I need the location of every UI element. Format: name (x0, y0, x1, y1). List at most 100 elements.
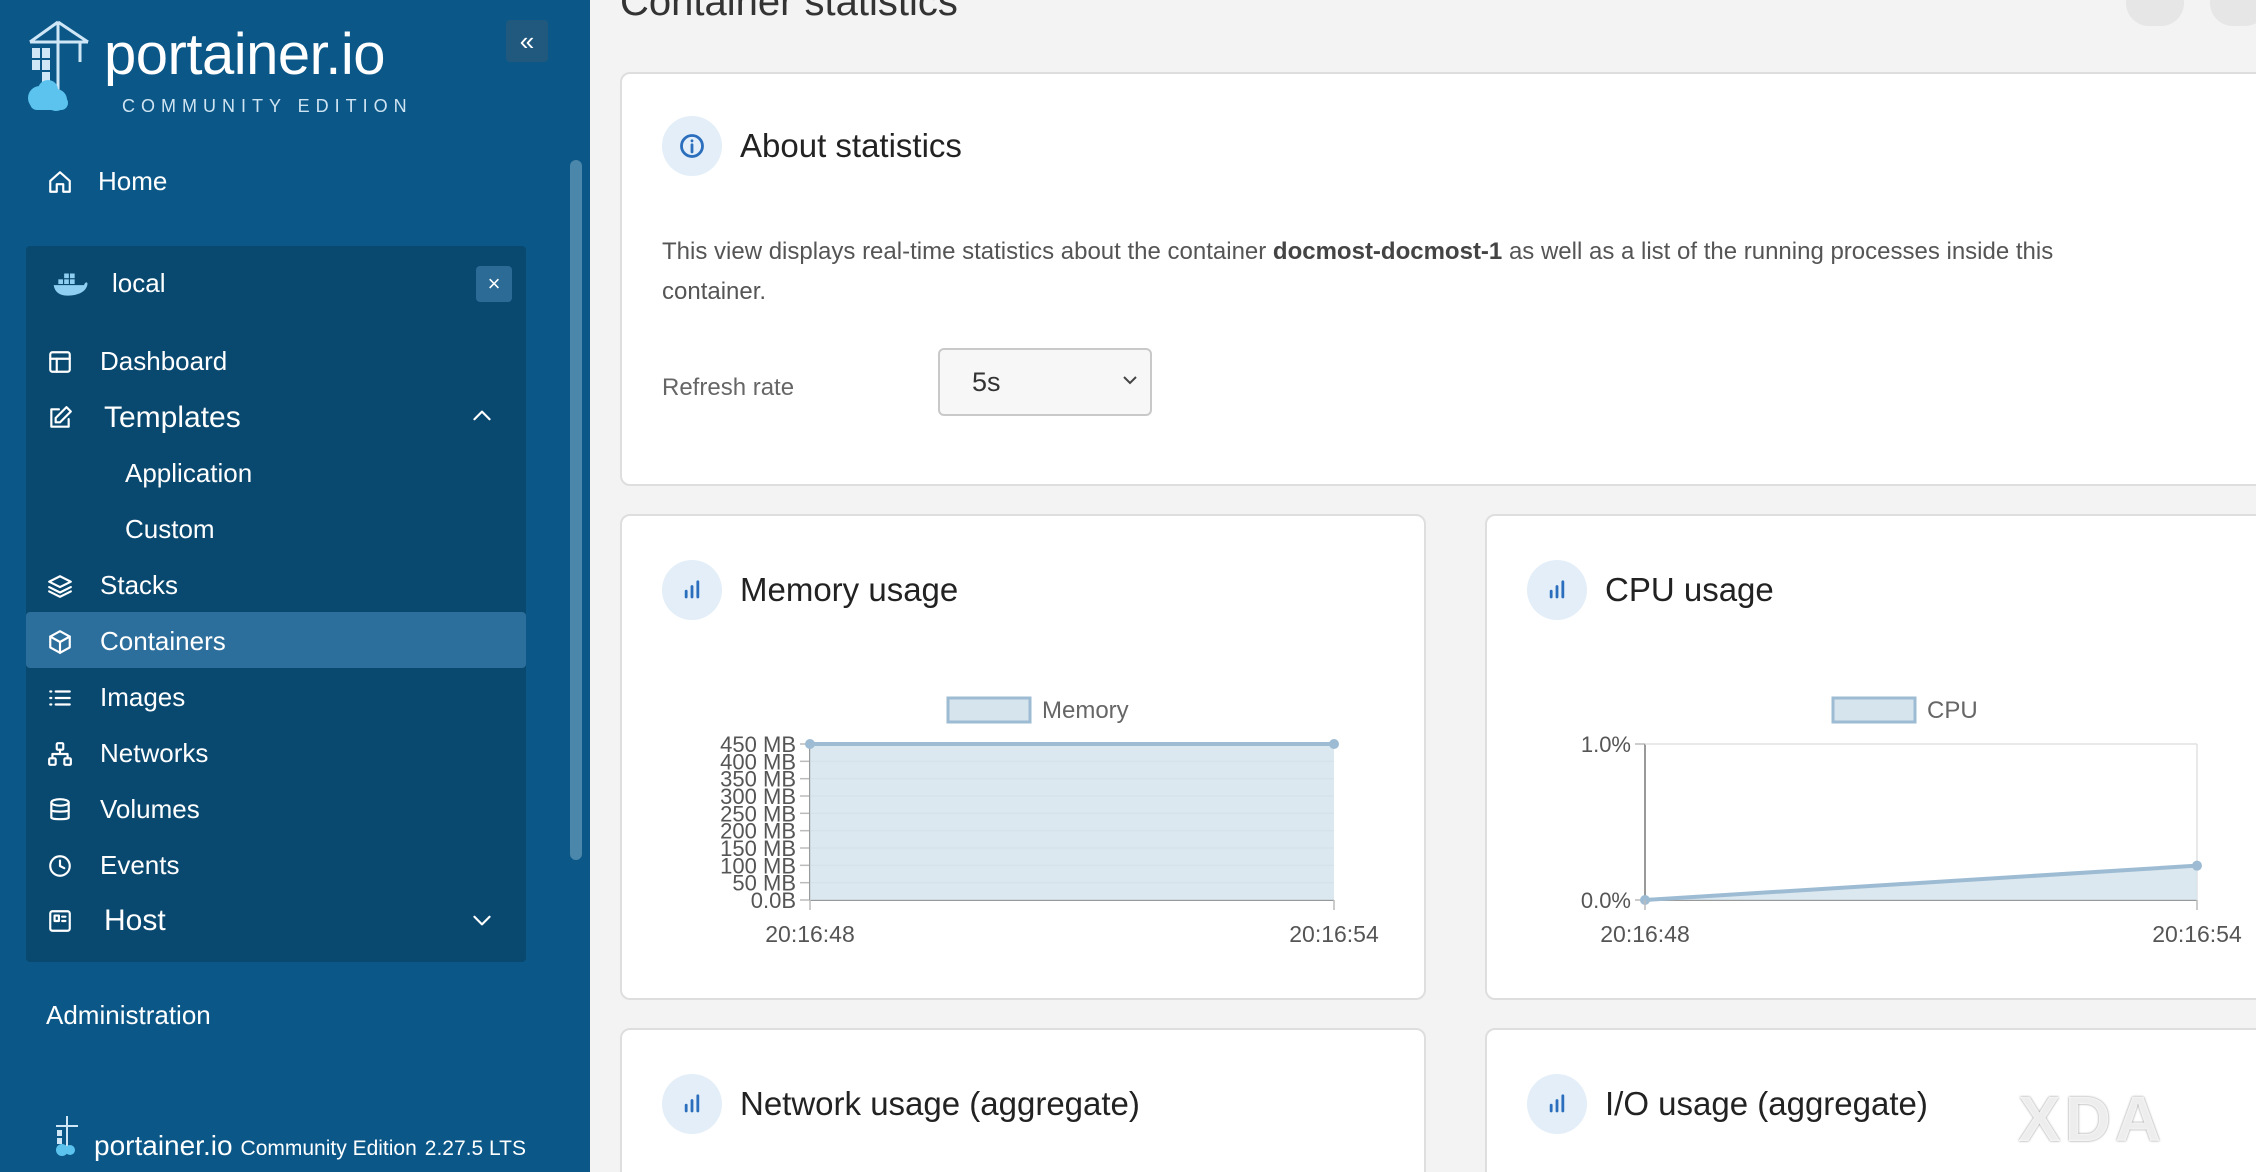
sidebar-item-label: Custom (125, 514, 215, 544)
logo-name: portainer.io (104, 22, 385, 87)
refresh-rate-value: 5s (972, 366, 1001, 397)
sidebar-item-containers[interactable]: Containers (46, 626, 226, 657)
sidebar-item-images[interactable]: Images (46, 682, 185, 713)
docker-icon (50, 270, 90, 298)
sidebar-item-label: Networks (100, 738, 209, 768)
portainer-logo[interactable]: portainer.io COMMUNITY EDITION (22, 18, 422, 118)
sidebar-item-custom[interactable]: Custom (125, 514, 215, 545)
y-tick-label: 1.0% (1581, 732, 1631, 757)
card-header: CPU usage (1527, 560, 1774, 620)
edit-icon (46, 404, 74, 432)
chevron-down-icon (1123, 376, 1137, 385)
notifications-bell-icon[interactable] (2126, 0, 2184, 26)
x-tick-label: 20:16:54 (2152, 921, 2242, 947)
card-title: Network usage (aggregate) (740, 1085, 1140, 1122)
footer-version: 2.27.5 LTS (424, 1137, 526, 1160)
sidebar-item-label: Containers (100, 626, 226, 656)
sidebar-item-dashboard[interactable]: Dashboard (46, 346, 227, 377)
sidebar-item-volumes[interactable]: Volumes (46, 794, 200, 825)
y-tick-label: 400 MB (720, 749, 796, 774)
collapse-sidebar-button[interactable]: « (506, 20, 548, 62)
y-tick-label: 100 MB (720, 853, 796, 878)
data-point (805, 739, 815, 749)
environment-panel (26, 246, 526, 962)
y-tick-label: 350 MB (720, 767, 796, 792)
home-icon (46, 168, 74, 196)
footer-edition: Community Edition (240, 1137, 417, 1160)
card-header: Network usage (aggregate) (662, 1074, 1140, 1134)
environment-header[interactable]: local (50, 268, 165, 299)
io-usage-card: I/O usage (aggregate) (1485, 1028, 2256, 1172)
sidebar-item-label: Application (125, 458, 253, 488)
y-tick-label: 150 MB (720, 836, 796, 861)
logo-edition: COMMUNITY EDITION (122, 96, 413, 116)
sidebar-item-events[interactable]: Events (46, 850, 180, 881)
close-environment-button[interactable]: × (476, 266, 512, 302)
y-tick-label: 200 MB (720, 819, 796, 844)
box-icon (46, 628, 74, 656)
help-icon[interactable] (2210, 0, 2256, 26)
sidebar-item-host[interactable]: Host (46, 904, 166, 938)
card-header: About statistics (662, 116, 962, 176)
page-title: Container statistics (620, 0, 958, 24)
bar-chart-icon (662, 1074, 722, 1134)
bar-chart-icon (662, 560, 722, 620)
sidebar-item-label: Templates (104, 401, 241, 434)
card-header: Memory usage (662, 560, 958, 620)
data-point (2192, 860, 2202, 871)
y-tick-label: 300 MB (720, 784, 796, 809)
layers-icon (46, 572, 74, 600)
sidebar-item-home[interactable]: Home (46, 166, 167, 197)
xda-watermark: XDA (2018, 1083, 2166, 1155)
double-chevron-left-icon: « (519, 25, 535, 56)
environment-name: local (112, 268, 166, 298)
info-icon (662, 116, 722, 176)
network-icon (46, 740, 74, 768)
footer-brand: portainer.io (94, 1130, 233, 1161)
sidebar-item-application[interactable]: Application (125, 458, 252, 489)
host-expand-toggle[interactable] (468, 906, 496, 934)
legend-label: Memory (1042, 697, 1129, 724)
y-tick-label: 50 MB (732, 871, 796, 896)
card-title: CPU usage (1605, 571, 1774, 608)
data-point (1329, 739, 1339, 749)
sidebar-item-label: Home (98, 166, 168, 196)
list-icon (46, 684, 74, 712)
refresh-rate-label: Refresh rate (662, 374, 795, 401)
sidebar-scrollbar[interactable] (570, 160, 582, 860)
y-tick-label: 250 MB (720, 801, 796, 826)
refresh-rate-select[interactable]: 5s (938, 348, 1152, 416)
sidebar-item-networks[interactable]: Networks (46, 738, 208, 769)
sidebar-item-label: Images (100, 682, 186, 712)
description-text: This view displays real-time statistics … (662, 238, 1273, 265)
card-title: About statistics (740, 127, 962, 164)
legend-swatch (1831, 696, 1917, 724)
network-usage-card: Network usage (aggregate) (620, 1028, 1426, 1172)
about-description: This view displays real-time statistics … (662, 232, 2162, 312)
sidebar-item-templates[interactable]: Templates (46, 401, 241, 435)
bar-chart-icon (1527, 1074, 1587, 1134)
administration-section-label: Administration (46, 1000, 211, 1030)
series-line (1644, 863, 2198, 902)
y-tick-label: 0.0B (751, 888, 796, 913)
x-tick-label: 20:16:54 (1289, 921, 1379, 947)
sidebar-item-stacks[interactable]: Stacks (46, 570, 178, 601)
x-tick-label: 20:16:48 (1600, 921, 1690, 947)
legend-label: CPU (1927, 697, 1978, 724)
database-icon (46, 796, 74, 824)
card-title: Memory usage (740, 571, 959, 608)
active-item-highlight (26, 612, 526, 668)
portainer-small-logo-icon (56, 1116, 78, 1156)
description-text: as well as a list of the running process… (662, 238, 2054, 305)
x-tick-label: 20:16:48 (765, 921, 855, 947)
templates-expand-toggle[interactable] (468, 402, 496, 430)
portainer-logo-icon (28, 20, 89, 111)
chevron-up-icon (468, 402, 496, 430)
sidebar-item-label: Dashboard (100, 346, 228, 376)
series-area (810, 744, 1334, 900)
sidebar-item-label: Events (100, 850, 180, 880)
